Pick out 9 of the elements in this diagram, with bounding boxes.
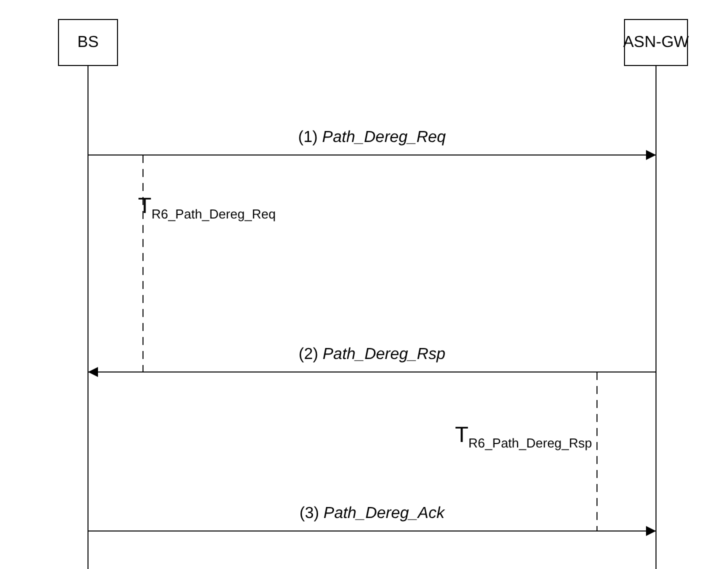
message-arrow bbox=[88, 150, 656, 160]
message-arrow bbox=[88, 367, 656, 377]
timer-label: T$_{R6_Path_Dereg_Req}$ bbox=[138, 193, 276, 222]
message-label: (3) Path_Dereg_Ack bbox=[298, 505, 446, 523]
message-label: (1) Path_Dereg_Req bbox=[296, 129, 448, 147]
message-label: (2) Path_Dereg_Rsp bbox=[296, 346, 448, 364]
message-arrow bbox=[88, 526, 656, 536]
participant-box: BS bbox=[58, 19, 118, 66]
timer-label: T$_{R6_Path_Dereg_Rsp}$ bbox=[454, 422, 592, 450]
